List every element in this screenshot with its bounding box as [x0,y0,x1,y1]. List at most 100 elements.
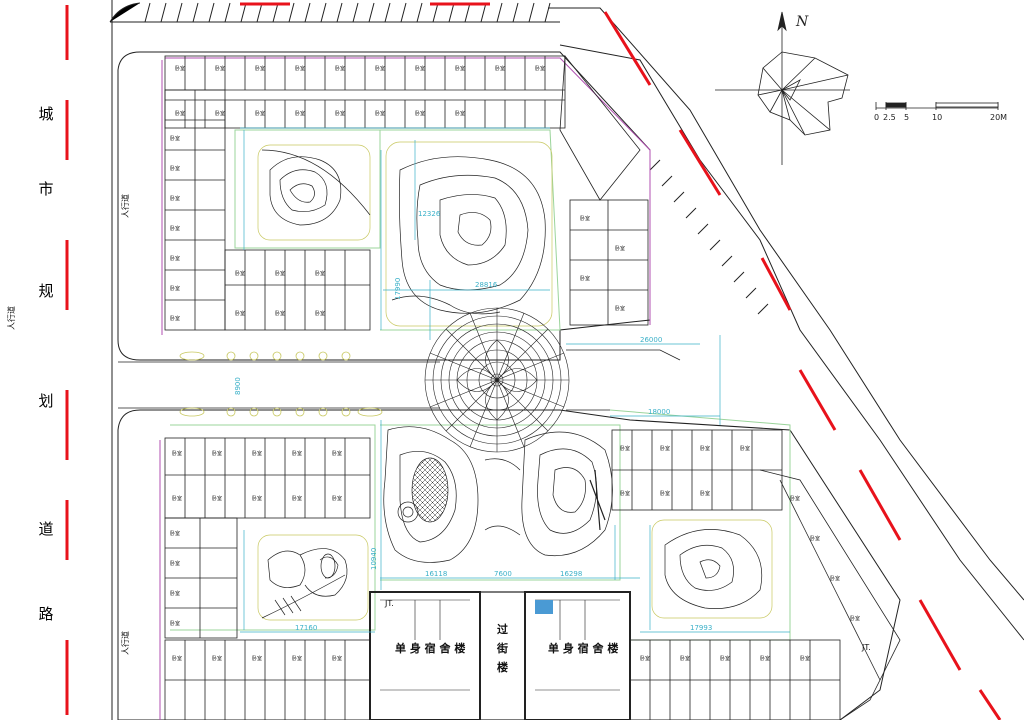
svg-text:卧室: 卧室 [535,65,545,72]
sw-garden [257,534,369,621]
dimension-lines [240,127,790,633]
dorm-right-label: 单 身 宿 舍 楼 [548,641,618,655]
svg-text:卧室: 卧室 [850,615,860,622]
sidewalk-label-upper: 人行道 [120,194,130,218]
svg-text:卧室: 卧室 [740,445,750,452]
svg-text:卧室: 卧室 [375,110,385,117]
svg-text:卧室: 卧室 [255,110,265,117]
svg-text:卧室: 卧室 [332,655,342,662]
svg-text:卧室: 卧室 [615,305,625,312]
north-central-garden [385,141,553,327]
dim-10940: 10940 [370,548,378,570]
road-name-char-4: 划 [38,392,54,410]
crossing-char-2: 街 [496,641,508,655]
svg-text:卧室: 卧室 [335,110,345,117]
svg-text:卧室: 卧室 [170,560,180,567]
svg-text:卧室: 卧室 [212,450,222,457]
dim-26000: 26000 [640,336,662,344]
se-garden [651,519,773,619]
svg-text:卧室: 卧室 [332,450,342,457]
svg-text:卧室: 卧室 [332,495,342,502]
dim-18000: 18000 [648,408,670,416]
svg-text:卧室: 卧室 [495,65,505,72]
svg-text:卧室: 卧室 [790,495,800,502]
svg-text:卧室: 卧室 [252,450,262,457]
svg-text:卧室: 卧室 [172,450,182,457]
svg-text:卧室: 卧室 [700,445,710,452]
svg-text:卧室: 卧室 [170,285,180,292]
svg-text:卧室: 卧室 [212,655,222,662]
svg-text:卧室: 卧室 [580,275,590,282]
svg-text:卧室: 卧室 [700,490,710,497]
dorm-left-label: 单 身 宿 舍 楼 [395,641,465,655]
svg-text:卧室: 卧室 [295,65,305,72]
scale-tick-1: 2.5 [883,113,896,122]
svg-text:卧室: 卧室 [680,655,690,662]
svg-text:卧室: 卧室 [255,65,265,72]
svg-text:卧室: 卧室 [235,310,245,317]
svg-text:卧室: 卧室 [760,655,770,662]
site-boundary-south [117,409,901,720]
svg-text:卧室: 卧室 [335,65,345,72]
north-label: N [795,14,809,30]
svg-text:卧室: 卧室 [810,535,820,542]
dim-12326: 12326 [418,210,441,218]
north-compass [715,11,850,165]
road-name-char-1: 城 [38,105,54,123]
sidewalk-label-lower: 人行道 [120,631,130,655]
south-block-room-marks: 卧室卧室卧室卧室卧室 卧室卧室卧室卧室卧室 卧室卧室卧室卧室 卧室卧室卧室卧室卧… [170,445,860,662]
crossing-char-3: 楼 [497,660,508,674]
svg-text:卧室: 卧室 [275,310,285,317]
top-parking-strip [109,2,560,23]
road-name-char-5: 道 [38,520,54,538]
svg-text:卧室: 卧室 [455,110,465,117]
svg-text:卧室: 卧室 [170,255,180,262]
svg-text:卧室: 卧室 [295,110,305,117]
crossing-char-1: 过 [497,622,508,636]
dim-17990: 17990 [394,278,402,300]
svg-text:卧室: 卧室 [212,495,222,502]
svg-text:卧室: 卧室 [640,655,650,662]
svg-text:卧室: 卧室 [215,65,225,72]
scale-tick-4: 20M [990,113,1007,122]
svg-text:卧室: 卧室 [415,65,425,72]
right-diagonal-road [548,7,1024,641]
svg-text:卧室: 卧室 [170,620,180,627]
dim-17160: 17160 [295,624,317,632]
svg-text:卧室: 卧室 [660,490,670,497]
corner-label-right: JT. [861,643,871,652]
dim-8900: 8900 [234,377,242,395]
purple-property-lines [159,57,651,720]
svg-text:卧室: 卧室 [415,110,425,117]
north-block-room-marks: 卧室卧室卧室卧室 卧室卧室卧室卧室 卧室卧室 卧室卧室卧室卧室 卧室卧室卧室卧室… [170,65,625,322]
svg-text:卧室: 卧室 [170,225,180,232]
svg-text:卧室: 卧室 [275,270,285,277]
scale-tick-0: 0 [874,113,879,122]
svg-text:卧室: 卧室 [170,195,180,202]
right-red-markers [603,11,1002,720]
svg-text:卧室: 卧室 [292,495,302,502]
svg-text:卧室: 卧室 [170,165,180,172]
svg-text:卧室: 卧室 [580,215,590,222]
road-name-char-6: 路 [38,605,54,623]
dim-16118: 16118 [425,570,447,578]
svg-text:卧室: 卧室 [175,65,185,72]
scale-bar-ticks: 0 2.5 5 10 20M [874,113,1007,122]
scale-tick-3: 10 [932,113,942,122]
road-name-char-3: 规 [38,282,54,300]
scale-tick-2: 5 [904,113,909,122]
road-name-char-2: 市 [38,180,54,198]
svg-text:卧室: 卧室 [170,135,180,142]
dim-28816: 28816 [475,281,498,289]
svg-text:卧室: 卧室 [315,270,325,277]
svg-text:卧室: 卧室 [215,110,225,117]
svg-text:卧室: 卧室 [620,445,630,452]
dimension-text: 28816 26000 18000 16118 7600 16298 17160… [234,210,712,632]
svg-text:卧室: 卧室 [170,315,180,322]
svg-text:卧室: 卧室 [172,495,182,502]
svg-text:卧室: 卧室 [175,110,185,117]
dim-7600: 7600 [494,570,512,578]
svg-text:卧室: 卧室 [455,65,465,72]
central-plaza [424,307,570,453]
svg-text:卧室: 卧室 [315,310,325,317]
